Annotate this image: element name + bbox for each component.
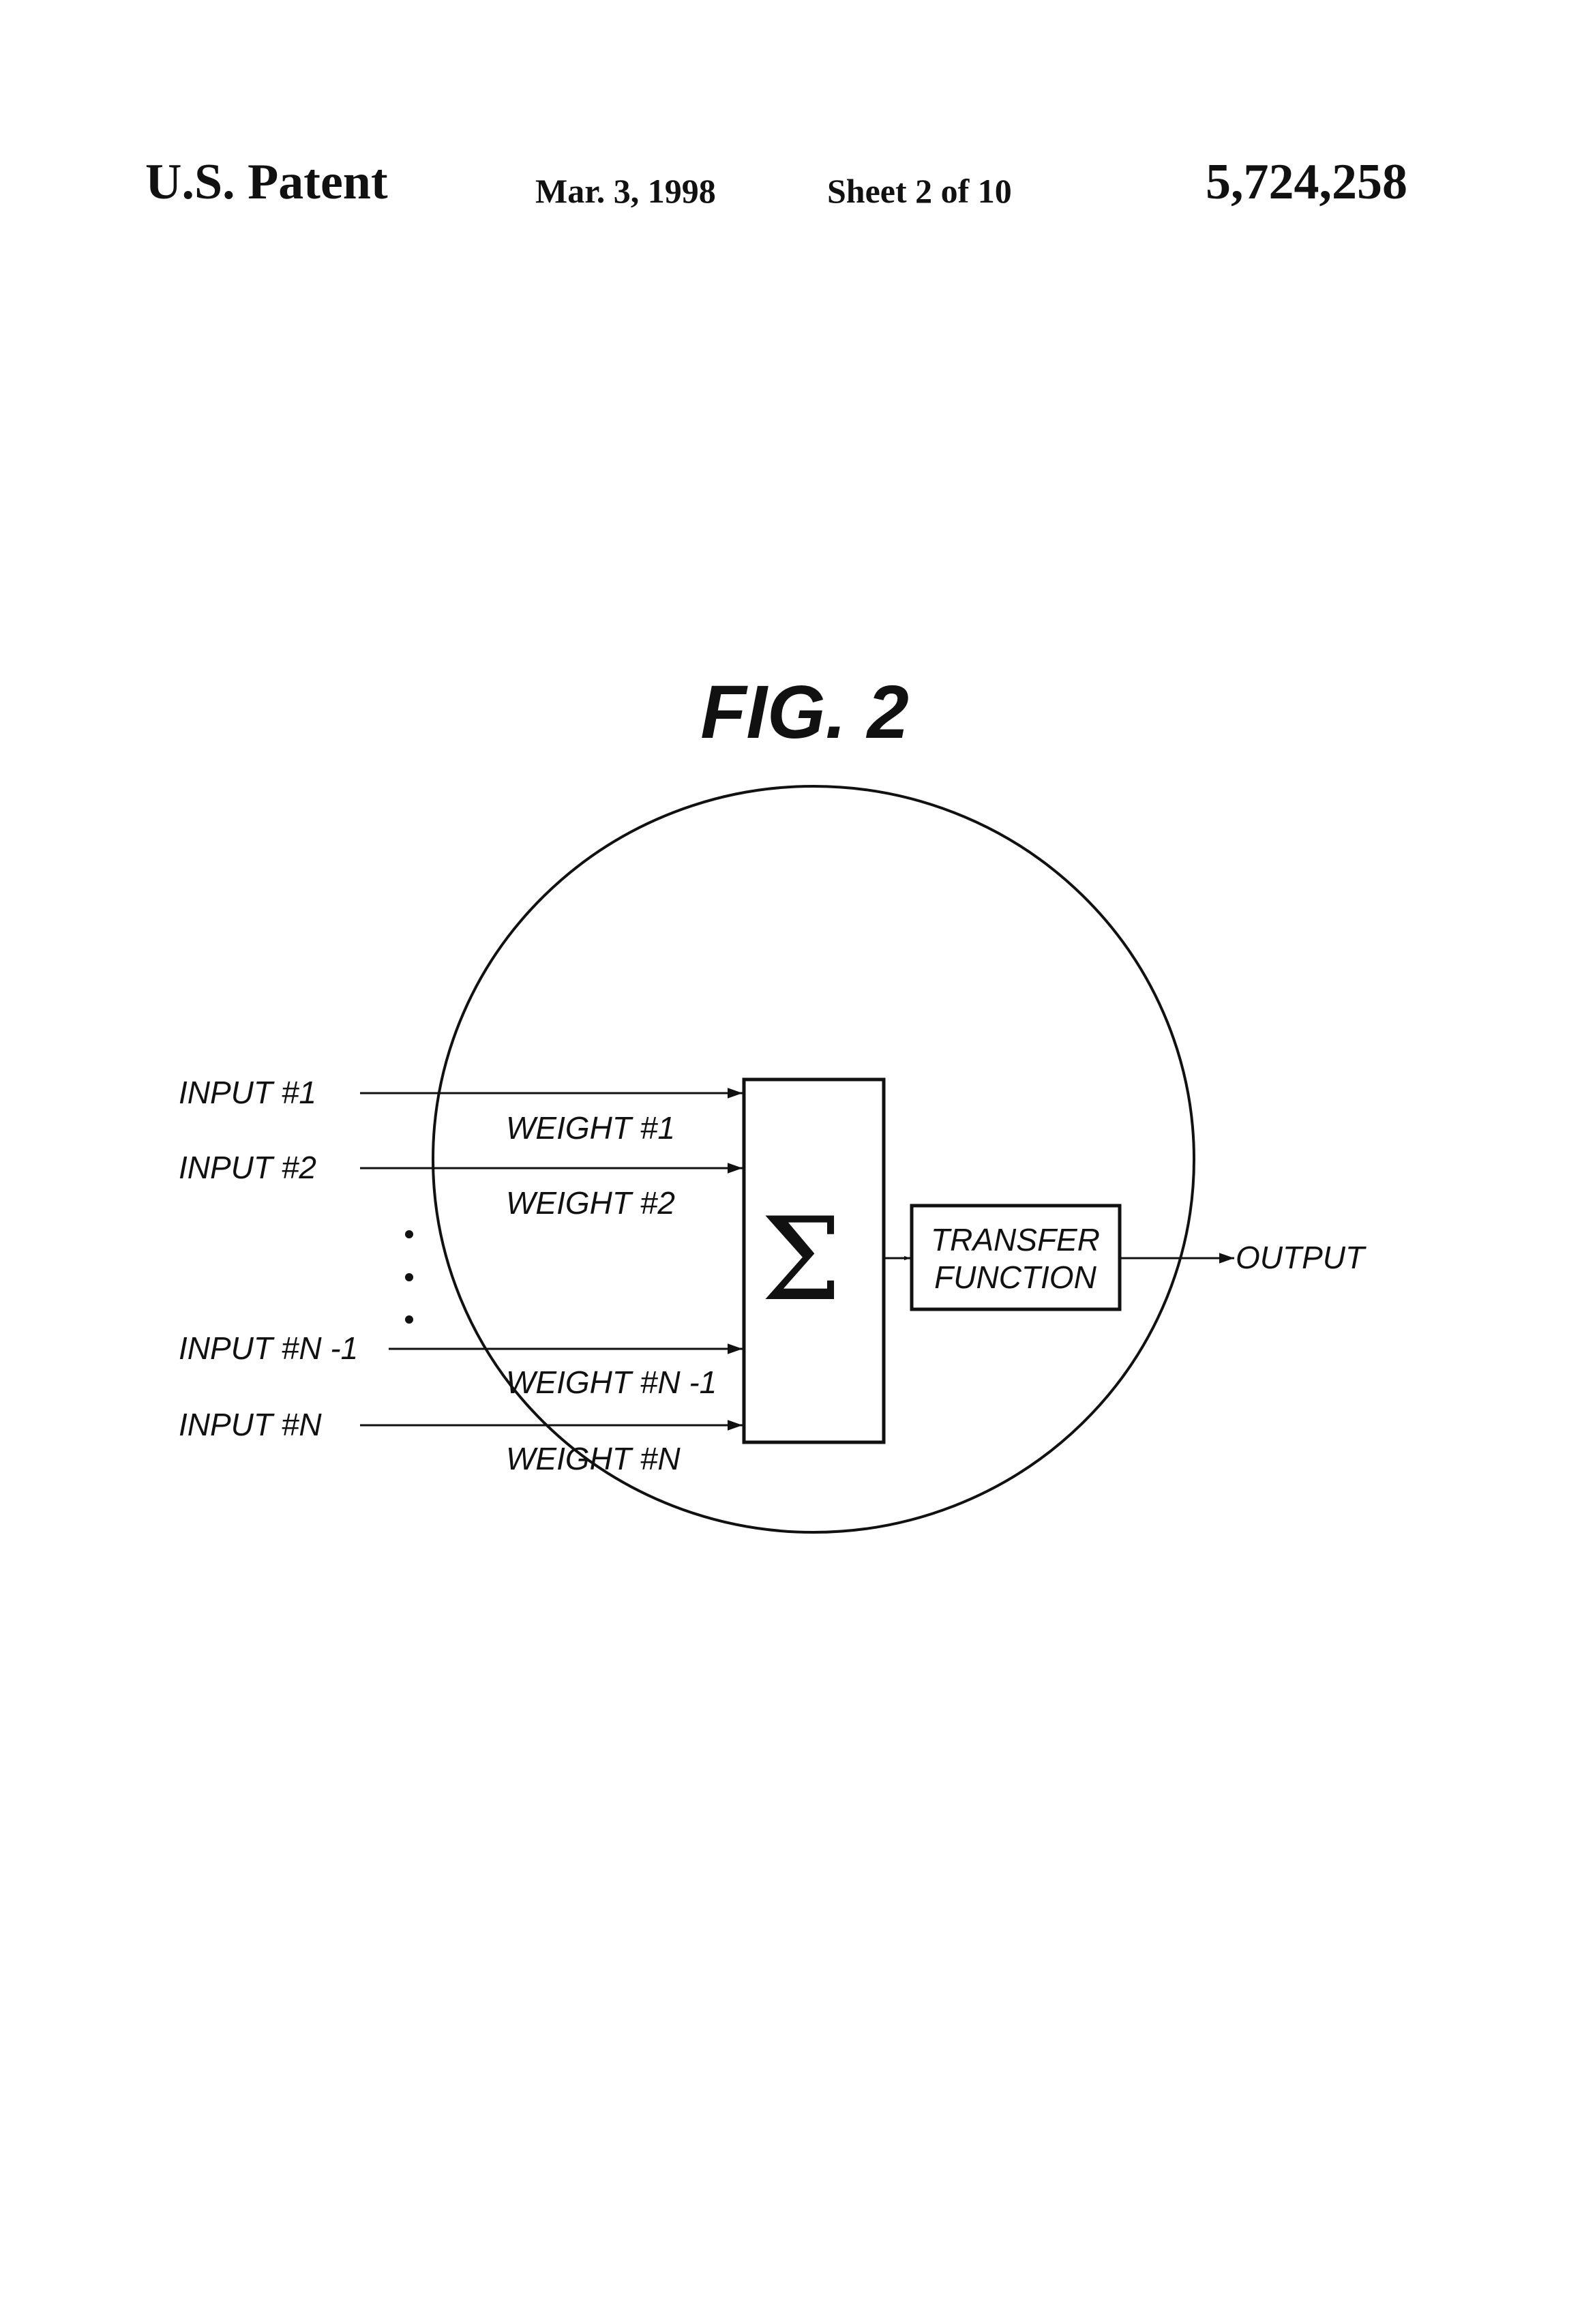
input-2-label: INPUT #2 xyxy=(179,1150,316,1185)
transfer-function-label-line-1: TRANSFER xyxy=(931,1222,1100,1257)
input-1-label: INPUT #1 xyxy=(179,1075,316,1110)
input-n-minus-1-label: INPUT #N -1 xyxy=(179,1330,358,1366)
input-n-label: INPUT #N xyxy=(179,1407,322,1442)
weight-2-label: WEIGHT #2 xyxy=(506,1185,675,1221)
ellipsis-dot xyxy=(405,1315,413,1324)
ellipsis-dot xyxy=(405,1273,413,1281)
weight-n-minus-1-label: WEIGHT #N -1 xyxy=(506,1365,717,1400)
output-label: OUTPUT xyxy=(1236,1240,1367,1275)
transfer-function-label-line-2: FUNCTION xyxy=(934,1260,1096,1295)
summation-icon: Σ xyxy=(761,1193,842,1326)
figure-title: FIG. 2 xyxy=(700,670,909,754)
weight-1-label: WEIGHT #1 xyxy=(506,1110,675,1146)
ellipsis-dot xyxy=(405,1230,413,1238)
weight-n-label: WEIGHT #N xyxy=(506,1441,681,1476)
